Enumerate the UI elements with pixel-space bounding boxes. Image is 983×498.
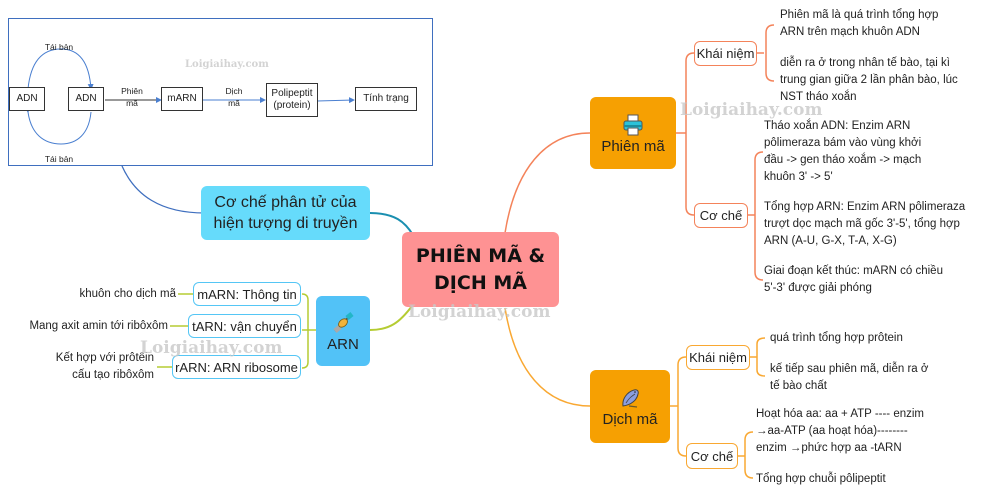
- translation-mechanism-item: Hoạt hóa aa: aa + ATP ---- enzim →aa-ATP…: [756, 408, 925, 454]
- transcription-mechanism-item: Giai đoạn kết thúc: mARN có chiều 5'-3' …: [764, 265, 943, 294]
- transcription-label: Phiên mã: [601, 137, 665, 155]
- translation-concept[interactable]: Khái niệm: [686, 345, 750, 370]
- transcription-mechanism-item: Tổng hợp ARN: Enzim ARN pôlimeraza trượt…: [764, 201, 966, 247]
- arn-node[interactable]: ARN: [316, 296, 370, 366]
- translation-mechanism-item: Tổng hợp chuỗi pôlipeptit: [756, 473, 886, 485]
- trait-box: Tính trạng: [355, 87, 417, 111]
- translation-mechanism[interactable]: Cơ chế: [686, 443, 738, 469]
- translation-concept-item: kế tiếp sau phiên mã, diễn ra ở tế bào c…: [770, 363, 929, 392]
- flow-diagram-image: ADN ADN Tái bản Tái bản Phiên mã mARN Dị…: [8, 18, 433, 166]
- replicate-label-top: Tái bản: [44, 42, 74, 52]
- replicate-label-bottom: Tái bản: [44, 154, 74, 164]
- polypeptide-box: Polipeptit (protein): [266, 83, 318, 117]
- bird-icon: [617, 385, 643, 411]
- connector-center-arn: [369, 305, 413, 331]
- connector-topic-center: [369, 212, 414, 236]
- arn-item-marn[interactable]: mARN: Thông tin: [193, 282, 301, 306]
- adn-box-1: ADN: [9, 87, 45, 111]
- transcription-node[interactable]: Phiên mã: [590, 97, 676, 169]
- arn-item-tarn[interactable]: tARN: vận chuyển: [188, 314, 301, 338]
- transcription-arrow-label: Phiên mã: [121, 86, 143, 108]
- central-topic[interactable]: PHIÊN MÃ & DỊCH MÃ: [402, 232, 559, 307]
- arn-item-rarn[interactable]: rARN: ARN ribosome: [172, 355, 301, 379]
- transcription-mechanism[interactable]: Cơ chế: [694, 203, 748, 228]
- dna-icon: [330, 310, 356, 336]
- flow-diagram-arrows: [24, 48, 355, 145]
- arn-note-tarn: Mang axit amin tới ribôxôm: [29, 320, 168, 332]
- translation-node[interactable]: Dịch mã: [590, 370, 670, 443]
- arn-note-marn: khuôn cho dịch mã: [79, 288, 176, 300]
- transcription-concept[interactable]: Khái niệm: [694, 41, 757, 66]
- adn-box-2: ADN: [68, 87, 104, 111]
- translation-label: Dịch mã: [602, 411, 658, 428]
- translation-arrow-label: Dịch mã: [225, 86, 243, 108]
- translation-concept-item: quá trình tổng hợp prôtein: [770, 332, 903, 344]
- arn-label: ARN: [327, 335, 359, 353]
- marn-box: mARN: [161, 87, 203, 111]
- transcription-mechanism-item: Tháo xoắn ADN: Enzim ARN pôlimeraza bám …: [764, 120, 922, 183]
- printer-icon: [620, 112, 646, 138]
- topic-molecular-mechanism[interactable]: Cơ chế phân tử của hiện tượng di truyền: [201, 186, 370, 240]
- connector-center-translation: [504, 307, 591, 407]
- transcription-concept-item: diễn ra ở trong nhân tế bào, tại kì trun…: [780, 57, 958, 103]
- connector-image-topic: [121, 165, 206, 214]
- transcription-concept-item: Phiên mã là quá trình tổng hợp ARN trên …: [780, 9, 939, 38]
- connector-center-transcription: [504, 132, 591, 234]
- arn-note-rarn: Kết hợp với prôtêin cấu tạo ribôxôm: [55, 352, 154, 381]
